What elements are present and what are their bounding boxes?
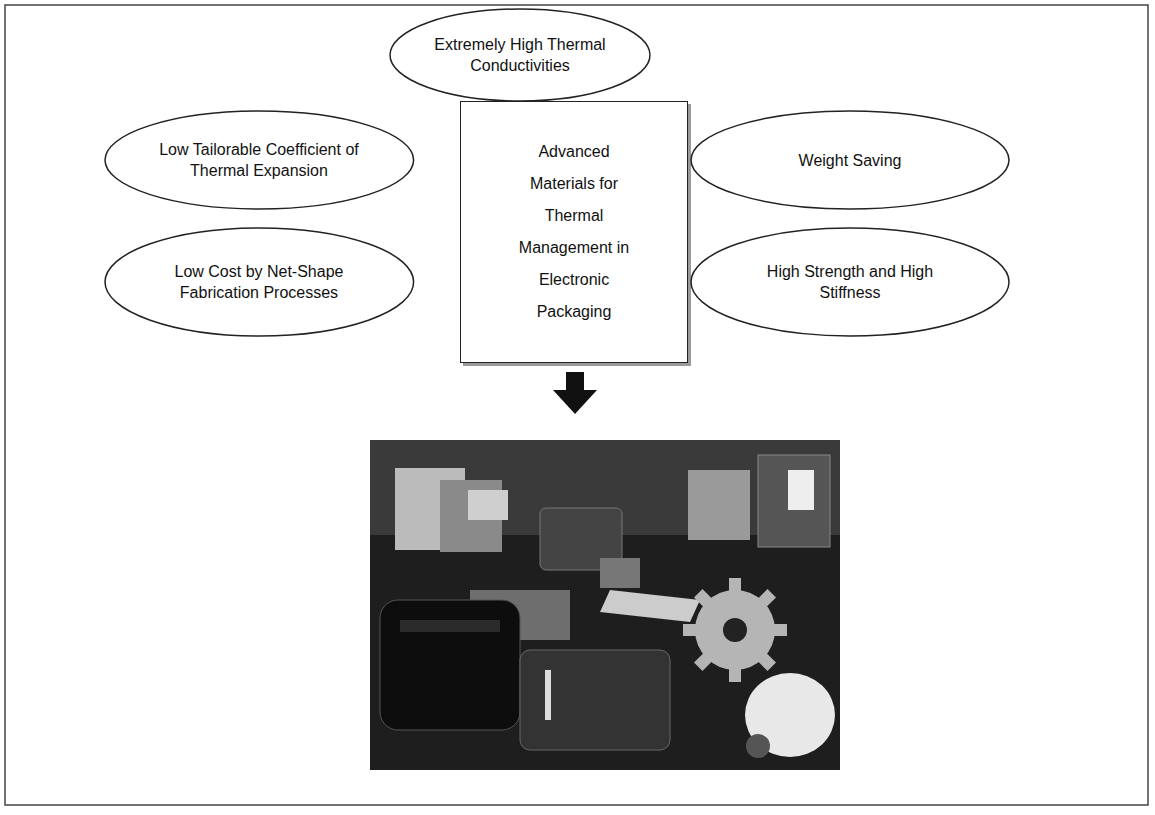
ellipse-shape xyxy=(105,111,414,209)
ellipse-shape xyxy=(390,9,650,101)
ellipse-shape xyxy=(691,228,1009,336)
central-box: Advanced Materials for Thermal Managemen… xyxy=(460,101,688,363)
node-label: High Strength and High Stiffness xyxy=(740,261,960,303)
ellipse-outline xyxy=(690,227,1010,337)
feature-ellipse: Extremely High Thermal Conductivities xyxy=(389,8,651,102)
product-photo xyxy=(370,440,840,770)
feature-ellipse: Weight Saving xyxy=(690,110,1010,210)
node-label: Low Cost by Net-Shape Fabrication Proces… xyxy=(151,261,366,303)
node-label: Extremely High Thermal Conductivities xyxy=(430,34,610,76)
down-arrow xyxy=(553,372,597,414)
frame-border xyxy=(5,5,1148,805)
node-label: Advanced Materials for Thermal Managemen… xyxy=(504,136,644,328)
feature-ellipse: Low Tailorable Coefficient of Thermal Ex… xyxy=(104,110,415,210)
ellipse-outline xyxy=(389,8,651,102)
ellipse-outline xyxy=(104,227,415,337)
node-label: Weight Saving xyxy=(799,150,902,171)
ellipse-shape xyxy=(691,111,1009,209)
ellipse-shape xyxy=(105,228,414,336)
feature-ellipse: High Strength and High Stiffness xyxy=(690,227,1010,337)
ellipse-outline xyxy=(104,110,415,210)
feature-ellipse: Low Cost by Net-Shape Fabrication Proces… xyxy=(104,227,415,337)
node-label: Low Tailorable Coefficient of Thermal Ex… xyxy=(151,139,366,181)
